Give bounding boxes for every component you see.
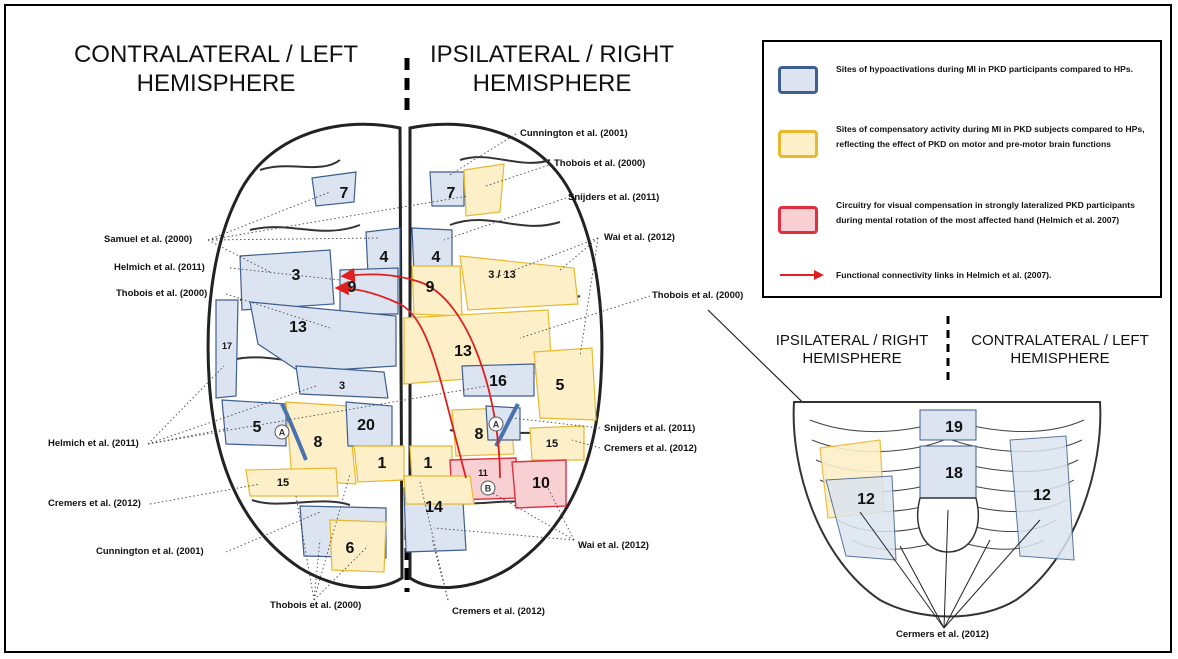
num-cb12-left: 12 xyxy=(857,491,875,508)
num-r14: 14 xyxy=(425,499,443,516)
circle-a-right-label: A xyxy=(493,420,500,430)
num-l15: 15 xyxy=(277,477,289,489)
num-r1: 1 xyxy=(424,455,433,472)
cite-wai-2012-bottom: Wai et al. (2012) xyxy=(578,540,649,551)
num-r9: 9 xyxy=(426,279,435,296)
legend-label-visual: Circuitry for visual compensation in str… xyxy=(836,198,1146,227)
legend-box: Sites of hypoactivations during MI in PK… xyxy=(762,40,1162,298)
num-cb12-right: 12 xyxy=(1033,487,1051,504)
num-r4: 4 xyxy=(432,249,441,266)
cerebellum-vermis xyxy=(918,498,979,552)
cite-snijders-2011-right-top: Snijders et al. (2011) xyxy=(568,192,659,203)
cite-cunnington-2001-left: Cunnington et al. (2001) xyxy=(96,546,204,557)
region-l6-yellow xyxy=(330,520,386,572)
cite-thobois-2000-bottom: Thobois et al. (2000) xyxy=(270,600,361,611)
cite-thobois-2000-right-top: Thobois et al. (2000) xyxy=(554,158,645,169)
region-l3 xyxy=(240,250,334,310)
num-r8: 8 xyxy=(475,426,484,443)
cite-thobois-2000-right-mid: Thobois et al. (2000) xyxy=(652,290,743,301)
circle-a-left-label: A xyxy=(279,428,286,438)
legend-label-hypo: Sites of hypoactivations during MI in PK… xyxy=(836,62,1146,77)
cite-helmich-2011-left-bottom: Helmich et al. (2011) xyxy=(48,438,139,449)
region-l7 xyxy=(312,172,356,206)
num-l3b: 3 xyxy=(339,380,345,392)
cite-wai-2012-top: Wai et al. (2012) xyxy=(604,232,675,243)
num-l13: 13 xyxy=(289,319,307,336)
num-r15: 15 xyxy=(546,438,558,450)
num-l7: 7 xyxy=(340,185,349,202)
num-l1: 1 xyxy=(378,455,387,472)
cite-cremers-2012-bottom: Cremers et al. (2012) xyxy=(452,606,545,617)
num-r13: 13 xyxy=(454,343,472,360)
num-cb18: 18 xyxy=(945,465,963,482)
legend-label-connectivity: Functional connectivity links in Helmich… xyxy=(836,268,1146,283)
num-r10: 10 xyxy=(532,475,550,492)
region-l15 xyxy=(246,468,338,496)
cite-thobois-2000-left: Thobois et al. (2000) xyxy=(116,288,207,299)
circle-b-label: B xyxy=(485,484,492,494)
num-r7: 7 xyxy=(447,185,456,202)
cite-cunnington-2001-right: Cunnington et al. (2001) xyxy=(520,128,628,139)
legend-swatch-visual xyxy=(778,206,818,234)
cite-cremers-2012-right: Cremers et al. (2012) xyxy=(604,443,697,454)
num-cb19: 19 xyxy=(945,419,963,436)
region-r7-yellow xyxy=(464,164,504,216)
cite-snijders-2011-right-bottom: Snijders et al. (2011) xyxy=(604,423,695,434)
cite-cremers-2012-left: Cremers et al. (2012) xyxy=(48,498,141,509)
num-r3-13: 3 / 13 xyxy=(488,269,516,281)
num-l9: 9 xyxy=(348,279,357,296)
legend-swatch-hypo xyxy=(778,66,818,94)
num-l20: 20 xyxy=(357,417,375,434)
num-r11: 11 xyxy=(478,468,488,478)
num-l4: 4 xyxy=(380,249,389,266)
num-r5: 5 xyxy=(556,377,565,394)
num-l8: 8 xyxy=(314,434,323,451)
region-r5 xyxy=(534,348,596,420)
num-l6: 6 xyxy=(346,540,355,557)
legend-label-compensatory: Sites of compensatory activity during MI… xyxy=(836,122,1146,151)
cite-samuel-2000: Samuel et al. (2000) xyxy=(104,234,192,245)
legend-swatch-compensatory xyxy=(778,130,818,158)
num-l3: 3 xyxy=(292,267,301,284)
legend-arrow-icon xyxy=(778,270,824,280)
cite-helmich-2011-left-top: Helmich et al. (2011) xyxy=(114,262,205,273)
num-r16: 16 xyxy=(489,373,507,390)
cite-cermers-2012-cerebellum: Cermers et al. (2012) xyxy=(896,629,989,640)
num-l5: 5 xyxy=(253,419,262,436)
num-l17: 17 xyxy=(222,341,232,351)
